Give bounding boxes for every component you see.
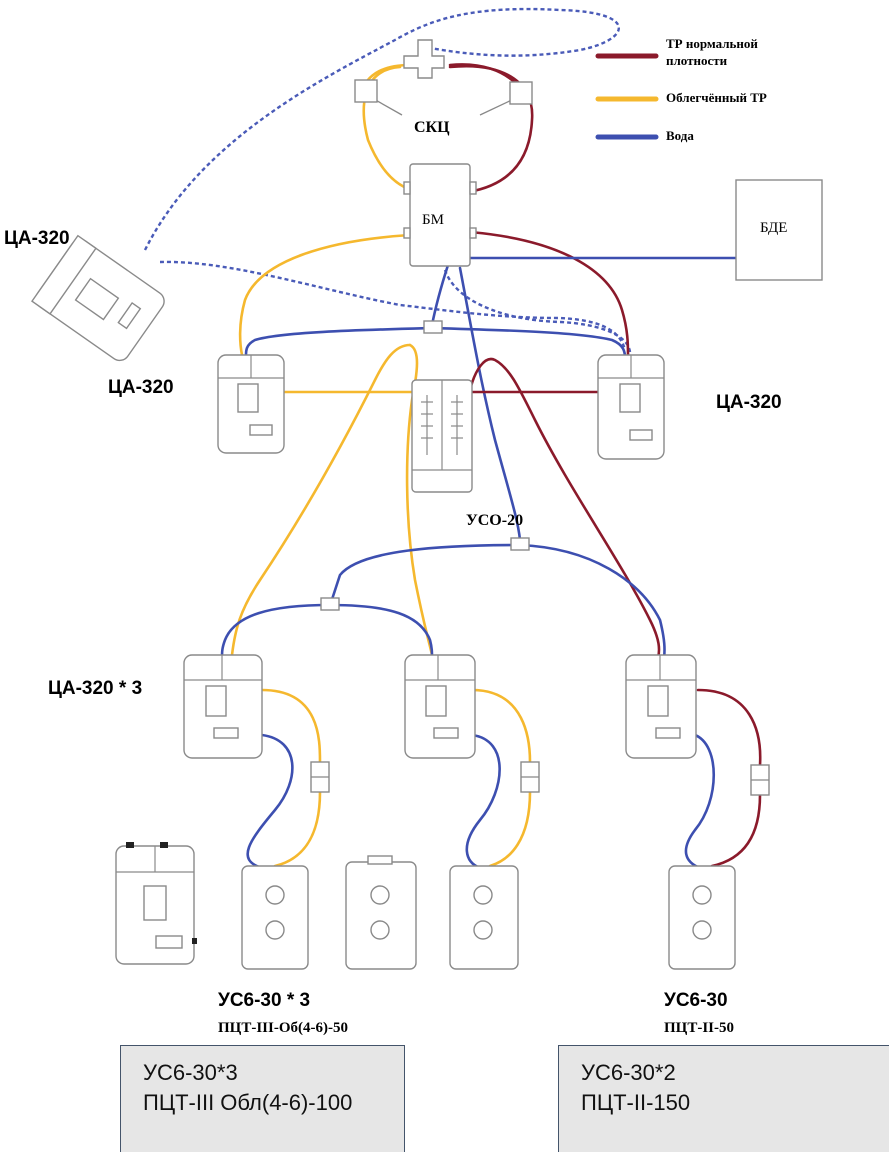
bm-unit — [403, 163, 477, 267]
pipe-bm-to-ca-left — [238, 233, 412, 357]
pipe-tee2-right — [328, 603, 434, 660]
hose-dashed-right — [443, 269, 632, 353]
skc-right-block — [509, 81, 533, 105]
skc-left-block — [354, 79, 378, 103]
note-right: УС6-30*2 ПЦТ-II-150 — [558, 1045, 889, 1152]
pct-left-label: ПЦТ-III-Об(4-6)-50 — [218, 1020, 348, 1036]
us6-30-unit-1 — [241, 865, 309, 970]
us6-30-unit-2 — [345, 855, 417, 970]
pipe-tee2-left — [220, 603, 332, 660]
ca-320-tilted — [31, 234, 165, 362]
pipe-ca3-to-us5 — [684, 733, 715, 870]
us6-30-unit-4 — [668, 865, 736, 970]
bde-unit — [735, 179, 823, 281]
uso-20-unit — [411, 379, 473, 493]
pipe-lower-tee-right — [518, 543, 666, 660]
legend-normal-line2: плотности — [666, 53, 728, 68]
pipe-orange-long-mid — [405, 343, 434, 657]
pipe-tee-to-ca-left — [244, 326, 434, 360]
ca-320-bottom-1 — [183, 654, 263, 759]
pipe-lower-tee-left — [328, 543, 522, 607]
legend-normal-line1: ТР нормальной — [666, 36, 758, 51]
bm-label: БМ — [422, 212, 444, 228]
pipe-ca1-to-filter1 — [260, 688, 322, 764]
legend-light: Облегчённый ТР — [666, 90, 767, 105]
pipe-tee-to-ca-right — [430, 326, 627, 360]
pipe-filter1-to-us1 — [273, 790, 322, 868]
filter-2 — [520, 761, 540, 793]
skc-cross — [403, 39, 445, 79]
pipe-bm-to-lower-tee — [458, 266, 522, 542]
note-left: УС6-30*3 ПЦТ-III Обл(4-6)-100 — [120, 1045, 405, 1152]
pipe-ca1-to-us1 — [246, 733, 294, 870]
pipe-ca2-to-filter2 — [470, 688, 532, 764]
hose-dashed-left — [159, 260, 627, 351]
pipe-ca2-to-us3 — [465, 733, 501, 870]
uso-20-label: УСО-20 — [466, 512, 524, 529]
tee-lower — [510, 537, 530, 551]
pipe-filter2-to-us3 — [488, 790, 532, 868]
skc-label: СКЦ — [414, 119, 450, 136]
note-left-line1: УС6-30*3 — [143, 1060, 238, 1085]
note-right-line2: ПЦТ-II-150 — [581, 1090, 691, 1115]
tee-upper — [423, 320, 443, 334]
legend-water: Вода — [666, 128, 694, 143]
pipe-ca3-to-filter3 — [696, 688, 762, 767]
ca-320-mid-right-label: ЦА-320 — [716, 392, 782, 413]
ca-320-bottom-3 — [625, 654, 697, 759]
filter-1 — [310, 761, 330, 793]
ca-320-bottom-2 — [404, 654, 476, 759]
ca-320-bottom-label: ЦА-320 * 3 — [48, 678, 143, 699]
hose-dashed-top — [143, 7, 620, 251]
ca-320-mid-left — [217, 354, 285, 454]
us6-30-left-label: УС6-30 * 3 — [218, 990, 311, 1011]
us6-30-right-label: УС6-30 — [664, 990, 728, 1011]
us6-30-unit-3 — [449, 865, 519, 970]
pipe-bm-to-ca-right — [468, 230, 630, 357]
pipe-red-long — [468, 357, 661, 660]
note-right-line1: УС6-30*2 — [581, 1060, 676, 1085]
filter-3 — [750, 764, 770, 796]
ca-320-tilted-label: ЦА-320 — [4, 228, 70, 249]
ca-320-mid-left-label: ЦА-320 — [108, 377, 174, 398]
tee-left — [320, 597, 340, 611]
pipe-bm-water-down — [430, 263, 450, 327]
pipe-skc-left — [362, 65, 414, 192]
note-left-line2: ПЦТ-III Обл(4-6)-100 — [143, 1090, 353, 1115]
pipe-filter3-to-us5 — [710, 793, 762, 868]
pct-right-label: ПЦТ-II-50 — [664, 1020, 735, 1036]
ca-320-spare — [115, 842, 197, 965]
bde-label: БДЕ — [760, 220, 788, 236]
ca-320-mid-right — [597, 354, 665, 460]
pipe-orange-long-left — [230, 343, 412, 657]
